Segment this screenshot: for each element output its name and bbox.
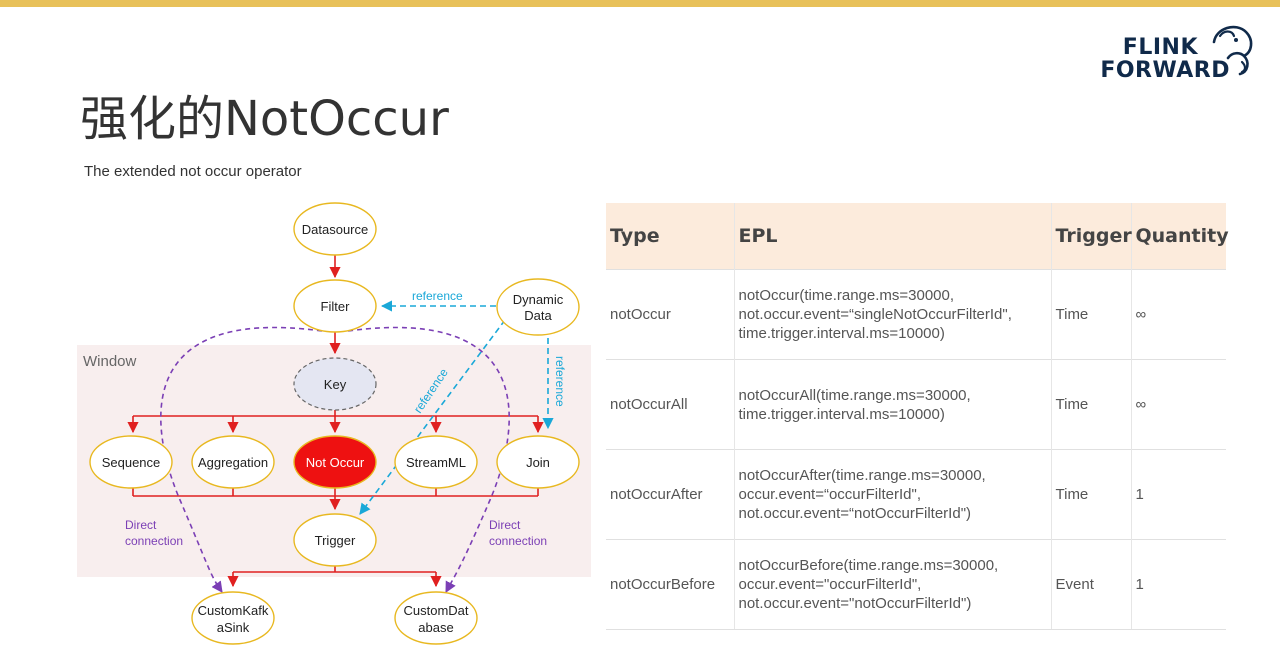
svg-text:abase: abase — [418, 620, 453, 635]
table-header-row: Type EPL Trigger Quantity — [606, 203, 1229, 270]
cell-trigger: Time — [1051, 359, 1132, 450]
flink-forward-logo: FLINK FORWARD — [1094, 22, 1254, 88]
node-not-occur: Not Occur — [293, 435, 377, 489]
svg-text:Sequence: Sequence — [102, 455, 161, 470]
cell-quantity: ∞ — [1131, 269, 1226, 360]
cell-trigger: Time — [1051, 269, 1132, 360]
direct-connection-label-right-2: connection — [489, 534, 547, 548]
header-trigger: Trigger — [1051, 203, 1132, 270]
cell-quantity: ∞ — [1131, 359, 1226, 450]
window-label: Window — [83, 353, 137, 370]
svg-text:Not Occur: Not Occur — [306, 455, 365, 470]
cell-type: notOccur — [606, 269, 735, 360]
cell-epl: notOccurBefore(time.range.ms=30000, occu… — [734, 539, 1052, 630]
svg-text:aSink: aSink — [217, 620, 250, 635]
svg-text:CustomKafk: CustomKafk — [198, 603, 269, 618]
page-subtitle: The extended not occur operator — [84, 163, 302, 180]
svg-text:Aggregation: Aggregation — [198, 455, 268, 470]
table-row: notOccurAfter notOccurAfter(time.range.m… — [606, 449, 1226, 540]
cell-trigger: Time — [1051, 449, 1132, 540]
squirrel-icon — [1212, 25, 1253, 76]
direct-connection-label-right-1: Direct — [489, 518, 521, 532]
table-row: notOccurAll notOccurAll(time.range.ms=30… — [606, 359, 1226, 450]
not-occur-table: Type EPL Trigger Quantity notOccur notOc… — [606, 203, 1229, 630]
cell-quantity: 1 — [1131, 539, 1226, 630]
page-title: 强化的NotOccur — [80, 91, 449, 147]
table-row: notOccur notOccur(time.range.ms=30000, n… — [606, 269, 1226, 360]
direct-connection-label-left-2: connection — [125, 534, 183, 548]
node-kafka-sink: CustomKafk aSink — [191, 591, 275, 645]
cell-quantity: 1 — [1131, 449, 1226, 540]
node-streamml: StreamML — [394, 435, 478, 489]
node-datasource: Datasource — [293, 202, 377, 256]
logo-line2: FORWARD — [1100, 58, 1230, 83]
node-sequence: Sequence — [89, 435, 173, 489]
node-aggregation: Aggregation — [191, 435, 275, 489]
diagram-canvas: Window — [77, 202, 591, 645]
logo-line1: FLINK — [1122, 35, 1198, 60]
cell-type: notOccurAll — [606, 359, 735, 450]
header-quantity: Quantity — [1131, 203, 1229, 270]
top-accent-bar — [0, 0, 1280, 7]
cell-type: notOccurAfter — [606, 449, 735, 540]
svg-text:Join: Join — [526, 455, 550, 470]
svg-text:Key: Key — [324, 377, 347, 392]
reference-label-filter: reference — [412, 289, 463, 303]
cell-epl: notOccur(time.range.ms=30000, not.occur.… — [734, 269, 1052, 360]
cell-epl: notOccurAll(time.range.ms=30000, time.tr… — [734, 359, 1052, 450]
node-filter: Filter — [293, 279, 377, 333]
direct-connection-label-left-1: Direct — [125, 518, 157, 532]
svg-text:Datasource: Datasource — [302, 222, 368, 237]
node-key: Key — [293, 357, 377, 411]
architecture-diagram: Window — [0, 190, 600, 646]
cell-epl: notOccurAfter(time.range.ms=30000, occur… — [734, 449, 1052, 540]
node-trigger: Trigger — [293, 513, 377, 567]
reference-label-join: reference — [553, 356, 567, 407]
svg-text:StreamML: StreamML — [406, 455, 466, 470]
node-join: Join — [496, 435, 580, 489]
svg-text:Trigger: Trigger — [315, 533, 356, 548]
svg-text:Filter: Filter — [321, 299, 351, 314]
node-database: CustomDat abase — [394, 591, 478, 645]
reference-connections — [359, 300, 554, 515]
node-dynamic-data: Dynamic Data — [496, 278, 580, 336]
header-type: Type — [606, 203, 735, 270]
header-epl: EPL — [734, 203, 1052, 270]
svg-text:Dynamic: Dynamic — [513, 292, 564, 307]
cell-trigger: Event — [1051, 539, 1132, 630]
table-row: notOccurBefore notOccurBefore(time.range… — [606, 539, 1226, 630]
svg-text:Data: Data — [524, 308, 552, 323]
svg-text:CustomDat: CustomDat — [403, 603, 468, 618]
flow-connections — [127, 254, 544, 588]
cell-type: notOccurBefore — [606, 539, 735, 630]
